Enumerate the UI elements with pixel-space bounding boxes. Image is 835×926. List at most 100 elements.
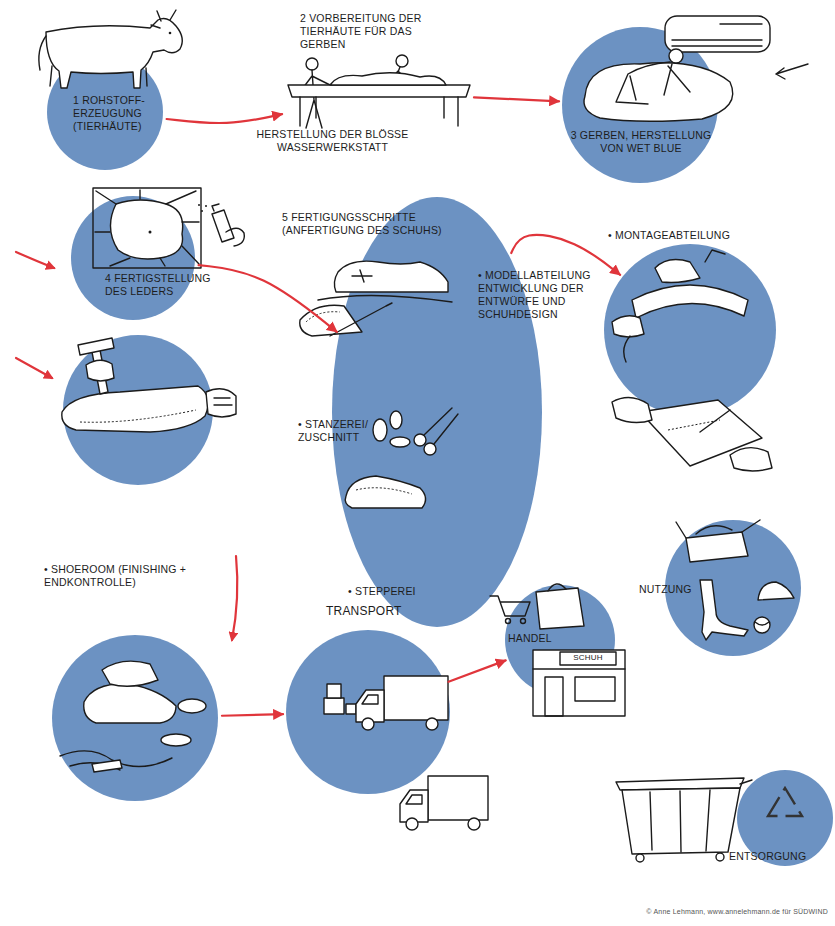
node-outline bbox=[52, 635, 218, 801]
spray-can bbox=[212, 210, 234, 242]
flow-arrow bbox=[511, 235, 620, 275]
sneaker-drawing bbox=[334, 261, 448, 292]
step-label: TRANSPORT bbox=[326, 604, 436, 619]
truck bbox=[406, 795, 422, 804]
step-label: ENTSORGUNG bbox=[729, 850, 809, 863]
hammer bbox=[78, 338, 114, 355]
spray-dot bbox=[198, 204, 200, 206]
hand-drawing bbox=[214, 398, 232, 405]
step-ellipse: 5 FERTIGUNGSSCHRITTE (ANFERTIGUNG DES SC… bbox=[332, 197, 542, 627]
node-shape bbox=[71, 196, 195, 320]
stitch-line bbox=[356, 488, 412, 494]
step-circle: 3 GERBEN, HERSTELLUNG VON WET BLUE bbox=[562, 27, 718, 183]
step-circle bbox=[63, 335, 213, 485]
shoe-box bbox=[676, 520, 760, 538]
cut-piece bbox=[373, 419, 387, 441]
step-label: 4 FERTIGSTELLUNG DES LEDERS bbox=[105, 272, 217, 298]
worker-drawing bbox=[396, 55, 408, 67]
truck bbox=[400, 790, 428, 822]
parcel bbox=[346, 704, 356, 714]
step-label: 5 FERTIGUNGSSCHRITTE (ANFERTIGUNG DES SC… bbox=[282, 211, 460, 237]
hand-drawing bbox=[86, 360, 114, 381]
hammer bbox=[92, 350, 108, 394]
scissors bbox=[424, 443, 436, 455]
shoe-last bbox=[62, 386, 208, 432]
parcel bbox=[327, 684, 341, 698]
cow-drawing bbox=[39, 10, 176, 86]
recycle-symbol bbox=[768, 788, 802, 816]
shop-window bbox=[575, 677, 615, 701]
spray-dot bbox=[205, 205, 207, 207]
worker-drawing bbox=[300, 70, 332, 128]
hand-drawing bbox=[102, 661, 158, 686]
shoe-upper bbox=[632, 285, 748, 318]
truck bbox=[384, 676, 448, 720]
truck bbox=[356, 690, 384, 722]
truck-wheel bbox=[406, 818, 418, 830]
flow-arrow bbox=[222, 714, 283, 716]
shoe-laces bbox=[60, 751, 172, 770]
step-circle: NUTZUNG bbox=[665, 520, 801, 656]
pen bbox=[700, 410, 730, 432]
step-circle: ENTSORGUNG bbox=[737, 770, 833, 866]
step-detail: • MODELLABTEILUNG ENTWICKLUNG DER ENTWÜR… bbox=[478, 269, 606, 322]
shop-front bbox=[533, 650, 625, 716]
shopping-bag bbox=[548, 584, 566, 591]
cut-line bbox=[668, 420, 720, 430]
container-wheel bbox=[636, 854, 644, 862]
flow-arrow bbox=[199, 265, 337, 332]
sneaker-drawing bbox=[758, 582, 794, 600]
step-circle: • SHOEROOM (FINISHING + ENDKONTROLLE) bbox=[52, 635, 218, 801]
shop-door bbox=[545, 677, 563, 716]
shoe-drawing bbox=[84, 684, 176, 723]
node-shape bbox=[604, 244, 776, 416]
stretch-frame bbox=[93, 188, 201, 268]
step-label: • MONTAGEABTEILUNG bbox=[608, 229, 758, 242]
node-shape bbox=[332, 197, 542, 627]
copyright-note: © Anne Lehmann, www.annelehmann.de für S… bbox=[540, 908, 828, 917]
shopping-bag bbox=[536, 588, 584, 629]
spray-dot bbox=[201, 210, 203, 212]
stitch-line bbox=[306, 312, 340, 322]
worker-drawing bbox=[669, 49, 683, 63]
thread bbox=[624, 250, 725, 362]
pointer-arrow bbox=[776, 64, 808, 79]
flow-arrow bbox=[16, 358, 52, 378]
stretch-frame bbox=[95, 190, 199, 266]
cut-piece bbox=[390, 411, 402, 429]
node-outline bbox=[505, 585, 615, 695]
hand-drawing bbox=[612, 397, 652, 422]
flow-arrow bbox=[474, 97, 559, 101]
waste-container bbox=[616, 778, 744, 790]
hand-drawing bbox=[655, 260, 700, 283]
hand-drawing bbox=[730, 448, 772, 471]
step-area: 2 VORBEREITUNG DER TIERHÄUTE FÜR DAS GER… bbox=[285, 60, 470, 126]
ball bbox=[754, 617, 770, 633]
flow-arrow bbox=[232, 556, 237, 640]
step-label: 3 GERBEN, HERSTELLUNG VON WET BLUE bbox=[566, 129, 716, 155]
polish-tin bbox=[161, 734, 191, 746]
brush bbox=[92, 760, 122, 772]
leg-heel bbox=[700, 580, 748, 640]
pattern-paper bbox=[640, 400, 762, 466]
step-circle: 1 ROHSTOFF- ERZEUGUNG (TIERHÄUTE) bbox=[47, 54, 163, 170]
scissors bbox=[424, 408, 458, 444]
worker-drawing bbox=[306, 58, 318, 70]
waste-container bbox=[650, 780, 752, 852]
step-circle: • MONTAGEABTEILUNG bbox=[604, 244, 776, 416]
step-detail: • STEPPEREI bbox=[348, 585, 438, 598]
hand-drawing bbox=[612, 316, 644, 337]
scissors bbox=[414, 434, 426, 446]
hide-drawing bbox=[330, 73, 446, 85]
hand-drawing bbox=[206, 389, 236, 417]
stitch-line bbox=[80, 410, 196, 422]
shopping-cart bbox=[506, 619, 511, 624]
node-shape bbox=[562, 27, 718, 183]
step-label: 1 ROHSTOFF- ERZEUGUNG (TIERHÄUTE) bbox=[73, 94, 157, 133]
step-circle: 4 FERTIGSTELLUNG DES LEDERS bbox=[71, 196, 195, 320]
table-drawing bbox=[288, 85, 470, 97]
flow-arrow bbox=[449, 660, 506, 681]
air-conditioner bbox=[665, 16, 770, 52]
node-shape bbox=[286, 630, 450, 794]
step-label: HANDEL bbox=[508, 632, 568, 645]
